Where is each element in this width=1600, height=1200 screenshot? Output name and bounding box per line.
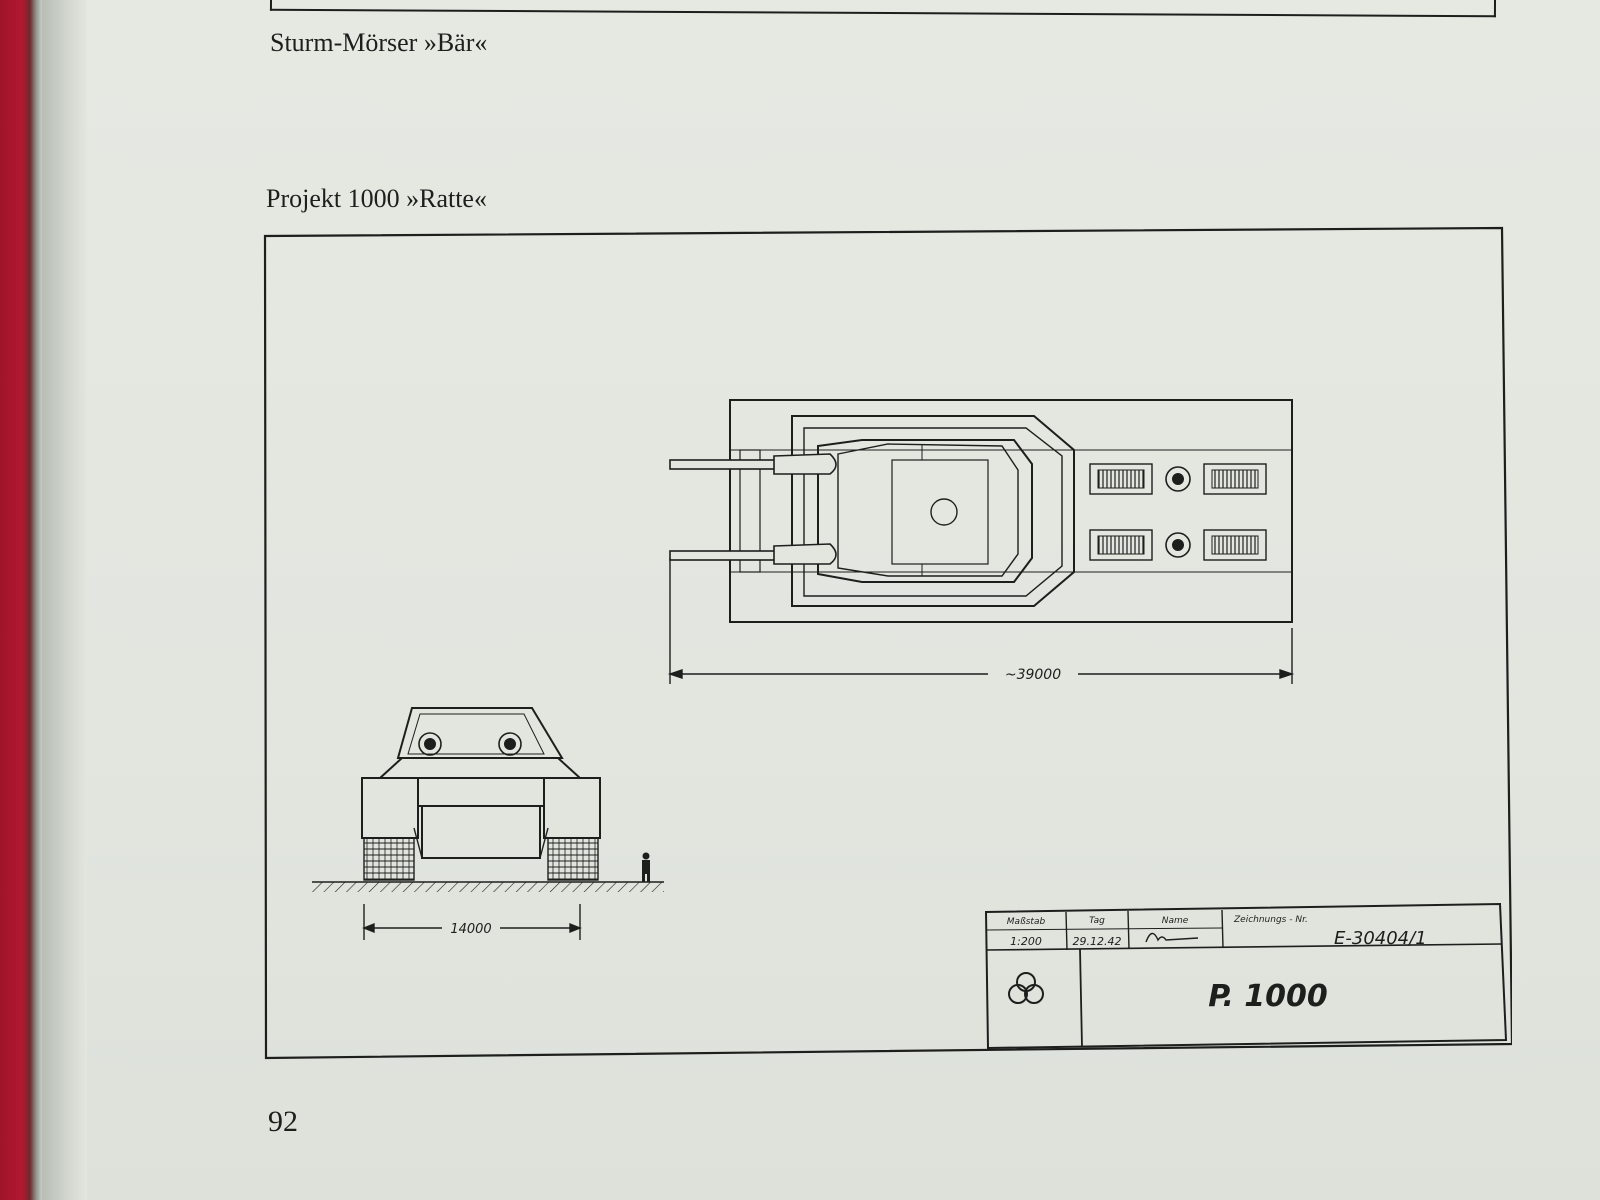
drawing-number-label: Zeichnungs - Nr. <box>1233 915 1308 925</box>
previous-section-heading: Sturm-Mörser »Bär« <box>270 28 488 57</box>
front-view-dimension-line <box>362 904 582 940</box>
date-label: Tag <box>1089 916 1105 926</box>
top-view-dimension-line <box>667 558 1295 684</box>
ground-hatching <box>312 882 664 892</box>
book-cover-edge <box>0 0 42 1200</box>
section-heading: Projekt 1000 »Ratte« <box>266 184 487 213</box>
page-gutter <box>42 0 87 1200</box>
drawing-title: P. 1000 <box>1208 979 1328 1014</box>
title-block <box>984 902 1508 1050</box>
signature-icon <box>1145 932 1199 943</box>
drawing-number-value: E-30404/1 <box>1334 928 1427 949</box>
drawing-frame <box>263 226 1512 1060</box>
human-scale-figure <box>642 852 650 882</box>
page-number: 92 <box>268 1105 298 1138</box>
top-view-dimension-label: ~39000 <box>1005 667 1061 683</box>
top-view <box>669 399 1293 623</box>
technical-drawing: ~39000 <box>263 226 1512 1060</box>
date-value: 29.12.42 <box>1073 935 1122 948</box>
three-rings-logo-icon <box>1008 972 1044 1004</box>
front-view <box>361 707 601 881</box>
name-label: Name <box>1162 916 1189 926</box>
front-view-dimension-label: 14000 <box>450 922 491 937</box>
scale-value: 1:200 <box>1010 935 1042 948</box>
book-page <box>87 0 1600 1200</box>
scale-label: Maßstab <box>1007 917 1046 927</box>
